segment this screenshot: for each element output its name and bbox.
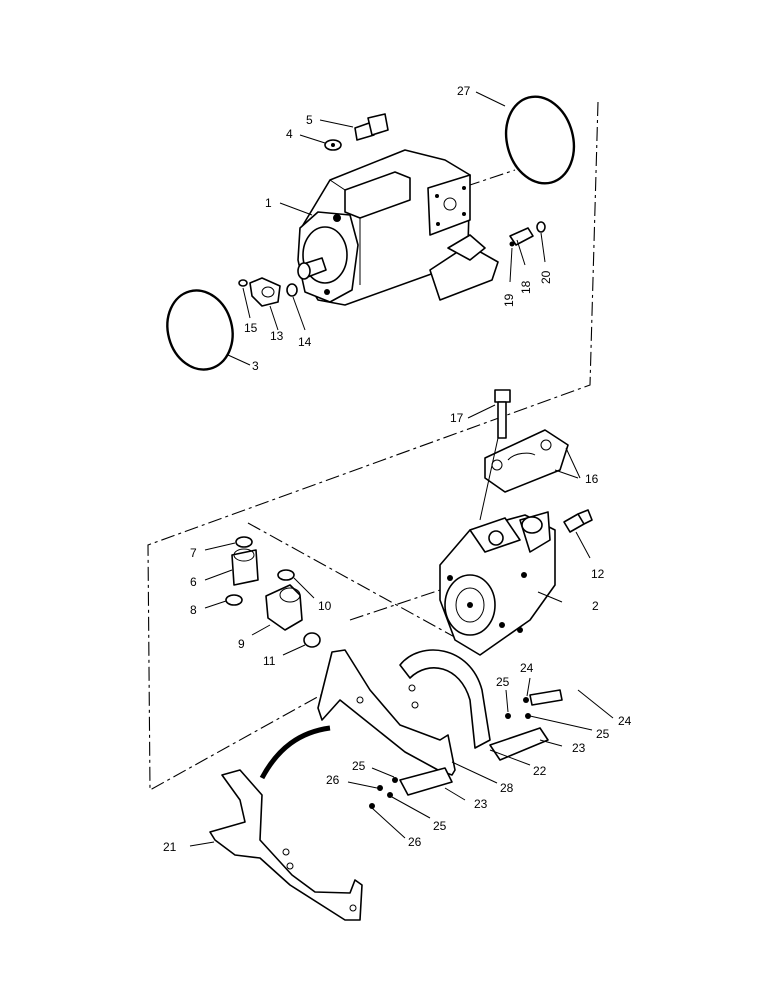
- callout-5: 5: [306, 113, 313, 127]
- callout-3: 3: [252, 359, 259, 373]
- base-bracket: [209, 769, 363, 921]
- o-ring-large-lower: [166, 289, 234, 371]
- callout-26b: 26: [408, 835, 422, 849]
- fitting-elbow-left: [238, 277, 298, 307]
- callout-19: 19: [502, 293, 516, 307]
- callout-25b: 25: [596, 727, 610, 741]
- clamps-and-hardware: [369, 689, 563, 809]
- hose-curve: [259, 725, 331, 780]
- callout-23a: 23: [572, 741, 586, 755]
- callout-27: 27: [457, 84, 471, 98]
- o-ring-large-upper: [504, 95, 576, 185]
- callout-2: 2: [592, 599, 599, 613]
- callout-20: 20: [539, 270, 553, 284]
- callout-labels: 1 2 3 4 5 6 7 8 9 10 11 12 13 14 15 16 1…: [163, 84, 632, 854]
- fittings-left: [225, 536, 321, 648]
- callout-4: 4: [286, 127, 293, 141]
- callout-1: 1: [265, 196, 272, 210]
- callout-8: 8: [190, 603, 197, 617]
- callout-6: 6: [190, 575, 197, 589]
- bolt-and-washer-upper: [324, 113, 389, 151]
- callout-16: 16: [585, 472, 599, 486]
- callout-25c: 25: [352, 759, 366, 773]
- callout-17: 17: [450, 411, 464, 425]
- hydraulic-pump: [439, 511, 556, 656]
- leader-lines: [189, 91, 614, 847]
- callout-22: 22: [533, 764, 547, 778]
- callout-28: 28: [500, 781, 514, 795]
- bolt-and-flange: [484, 389, 569, 493]
- callout-9: 9: [238, 637, 245, 651]
- callout-23b: 23: [474, 797, 488, 811]
- callout-10: 10: [318, 599, 332, 613]
- callout-25d: 25: [433, 819, 447, 833]
- callout-21: 21: [163, 840, 177, 854]
- callout-12: 12: [591, 567, 605, 581]
- pump-mounting-brackets: [317, 649, 491, 776]
- bolt-right: [563, 509, 593, 533]
- fitting-right: [509, 221, 546, 247]
- callout-15: 15: [244, 321, 258, 335]
- motor-assembly: [297, 149, 499, 306]
- callout-18: 18: [519, 280, 533, 294]
- callout-14: 14: [298, 335, 312, 349]
- callout-24b: 24: [520, 661, 534, 675]
- callout-24a: 24: [618, 714, 632, 728]
- callout-25a: 25: [496, 675, 510, 689]
- callout-7: 7: [190, 546, 197, 560]
- callout-26a: 26: [326, 773, 340, 787]
- callout-13: 13: [270, 329, 284, 343]
- callout-11: 11: [263, 654, 276, 668]
